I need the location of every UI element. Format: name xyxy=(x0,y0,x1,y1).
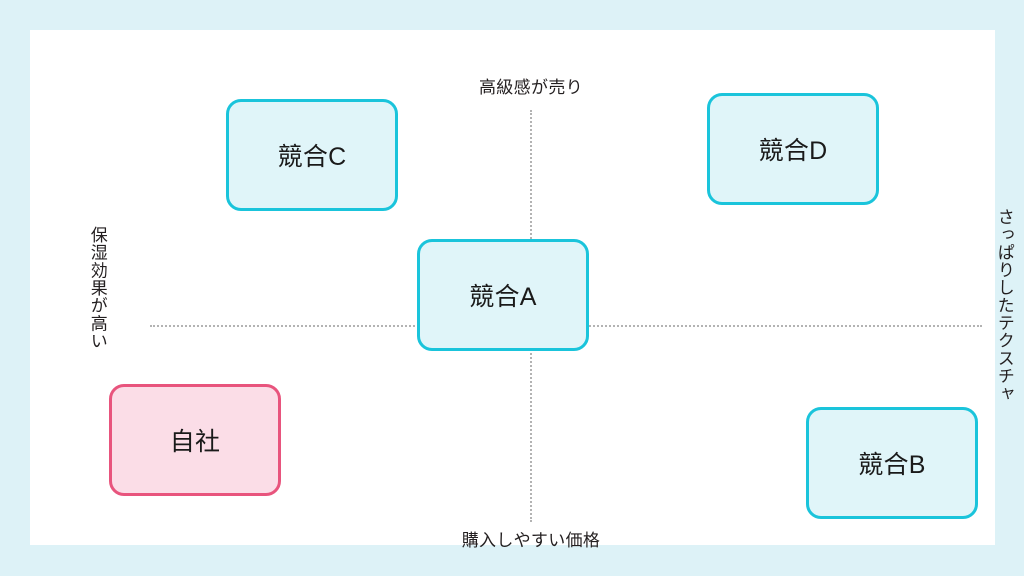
map-item-label: 競合A xyxy=(469,283,537,311)
axis-label-bottom: 購入しやすい価格 xyxy=(461,531,601,550)
axis-label-right: さっぱりしたテクスチャ xyxy=(994,208,1014,403)
map-item-label: 競合C xyxy=(277,143,347,171)
map-item-box-own-company[interactable]: 自社 xyxy=(109,384,281,496)
map-item-box[interactable]: 競合A xyxy=(417,239,589,351)
axis-label-top: 高級感が売り xyxy=(478,78,584,97)
slide-card: 高級感が売り 購入しやすい価格 保湿効果が高い さっぱりしたテクスチャ 競合C … xyxy=(30,30,1014,550)
axis-label-left: 保湿効果が高い xyxy=(87,226,107,350)
map-item-label: 自社 xyxy=(169,428,221,456)
map-item-label: 競合B xyxy=(858,451,926,479)
map-item-box[interactable]: 競合D xyxy=(707,93,879,205)
map-item-box[interactable]: 競合B xyxy=(806,407,978,519)
map-item-label: 競合D xyxy=(758,137,828,165)
map-item-box[interactable]: 競合C xyxy=(226,99,398,211)
